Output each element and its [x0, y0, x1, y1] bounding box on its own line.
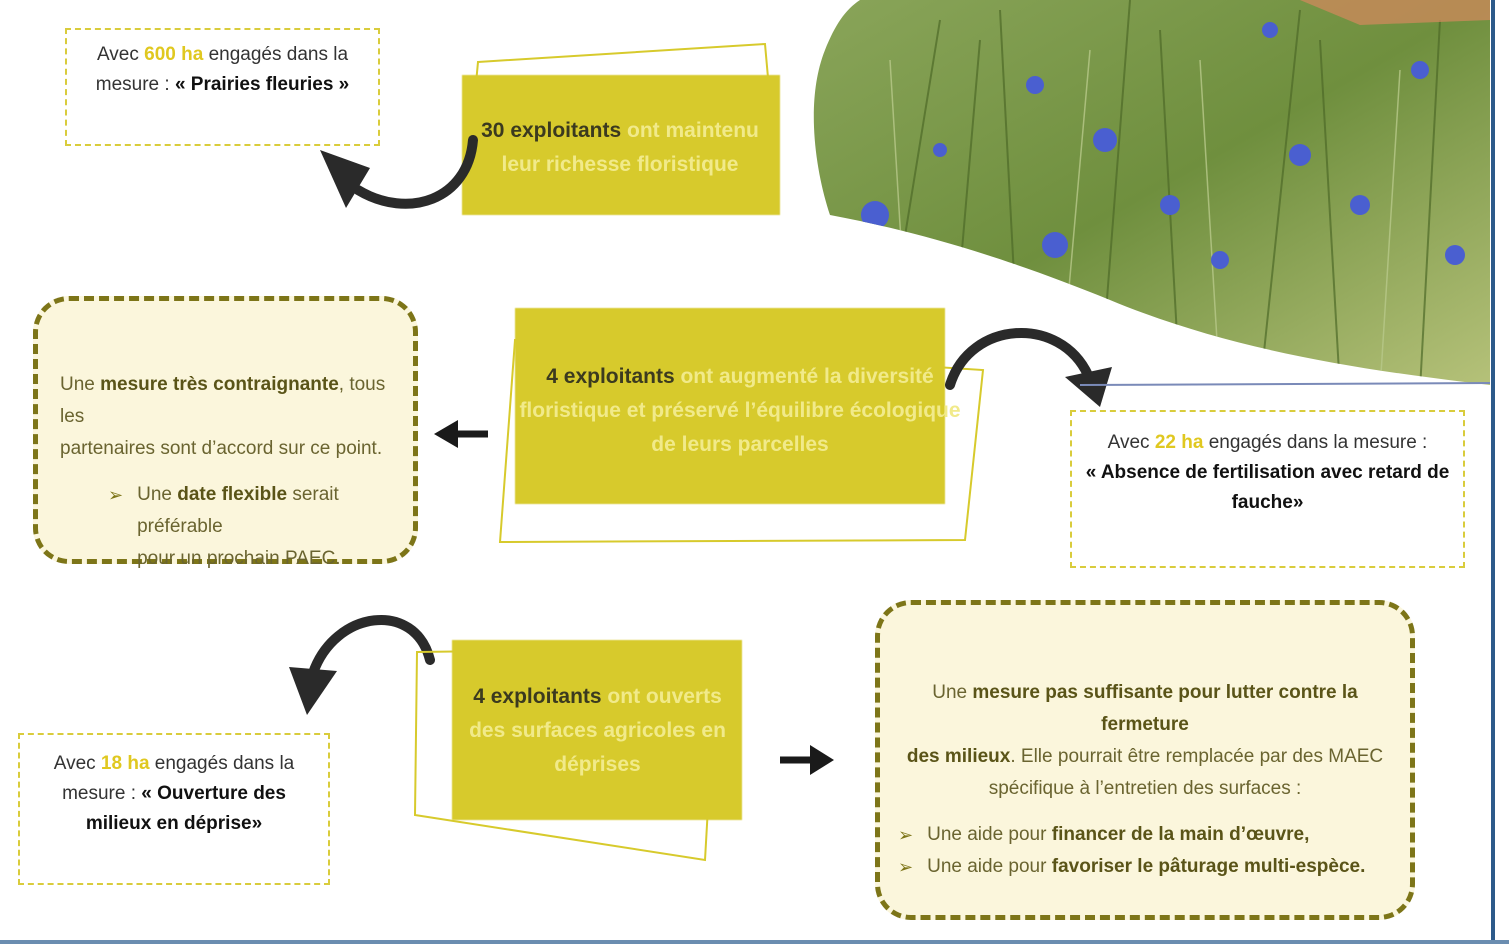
text: partenaires sont d’accord sur ce point. — [60, 438, 383, 459]
count: 4 exploitants — [473, 685, 602, 708]
text: ont augmenté la diversité — [674, 365, 934, 388]
text: des surfaces agricoles en — [469, 719, 726, 742]
text: spécifique à l’entretien des surfaces : — [988, 778, 1302, 799]
text: . Elle pourrait être remplacée par des M… — [1010, 746, 1384, 767]
emphasis: mesure très contraignante — [100, 374, 339, 395]
top-left-info-box: Avec 600 ha engagés dans la mesure : « P… — [65, 28, 380, 146]
text: Avec — [1107, 432, 1155, 453]
bottom-border — [0, 940, 1509, 944]
emphasis: date flexible — [177, 484, 288, 505]
left-remark-panel: Une mesure très contraignante, tous les … — [33, 296, 418, 569]
count: 30 exploitants — [481, 119, 622, 142]
count: 4 exploitants — [546, 365, 675, 388]
text: mesure : — [62, 783, 142, 804]
curved-arrow-right — [945, 327, 1112, 407]
text: Une aide pour — [927, 856, 1052, 877]
emphasis: favoriser le pâturage multi-espèce. — [1051, 856, 1366, 877]
text: Une aide pour — [927, 824, 1052, 845]
text: ont maintenu — [621, 119, 759, 142]
right-arrow-icon — [780, 745, 834, 775]
text: Une — [932, 682, 973, 703]
text: mesure : — [95, 74, 175, 95]
text: Une — [60, 374, 101, 395]
text: Avec — [53, 753, 101, 774]
text: engagés dans la — [149, 753, 295, 774]
text: pour un prochain PAEC. — [137, 548, 341, 569]
arrow-bullet-icon: ➢ — [898, 825, 914, 845]
right-border — [1491, 0, 1495, 944]
text: Une — [137, 484, 178, 505]
measure-name: milieux en déprise» — [85, 813, 263, 834]
divider-line — [1080, 382, 1490, 386]
text: ont ouverts — [601, 685, 722, 708]
hectare-value: 600 ha — [144, 44, 204, 65]
center-bottom-text: 4 exploitants ont ouverts des surfaces a… — [455, 680, 740, 782]
right-info-box: Avec 22 ha engagés dans la mesure : « Ab… — [1070, 410, 1465, 568]
measure-name: « Absence de fertilisation avec retard d… — [1085, 462, 1450, 483]
emphasis: financer de la main d’œuvre, — [1051, 824, 1310, 845]
emphasis: mesure pas suffisante pour lutter contre… — [972, 682, 1358, 735]
curved-arrow-top-left — [320, 135, 478, 209]
text: leur richesse floristique — [501, 153, 739, 176]
left-arrow-icon — [434, 420, 488, 448]
center-top-text: 30 exploitants ont maintenu leur richess… — [470, 114, 770, 182]
measure-name: fauche» — [1231, 492, 1304, 513]
emphasis: des milieux — [906, 746, 1011, 767]
text: déprises — [554, 753, 641, 776]
yellow-block-middle — [515, 308, 945, 504]
text: engagés dans la mesure : — [1203, 432, 1428, 453]
hectare-value: 18 ha — [100, 753, 150, 774]
yellow-block-bottom — [452, 640, 742, 820]
text: , tous les — [60, 374, 386, 427]
hectare-value: 22 ha — [1154, 432, 1204, 453]
right-remark-panel: Une mesure pas suffisante pour lutter co… — [875, 600, 1415, 920]
text: de leurs parcelles — [651, 433, 829, 456]
yellow-block-top — [462, 75, 780, 215]
measure-name: « Ouverture des — [141, 783, 286, 804]
center-middle-text: 4 exploitants ont augmenté la diversité … — [515, 360, 965, 462]
text: serait préférable — [137, 484, 339, 537]
text: engagés dans la — [203, 44, 349, 65]
text: floristique et préservé l’équilibre écol… — [519, 399, 961, 422]
arrow-bullet-icon: ➢ — [108, 485, 124, 505]
curved-arrow-bottom-left — [289, 615, 435, 715]
text: Avec — [96, 44, 145, 65]
measure-name: « Prairies fleuries » — [174, 74, 350, 95]
bottom-left-info-box: Avec 18 ha engagés dans la mesure : « Ou… — [18, 733, 330, 885]
arrow-bullet-icon: ➢ — [898, 857, 914, 877]
